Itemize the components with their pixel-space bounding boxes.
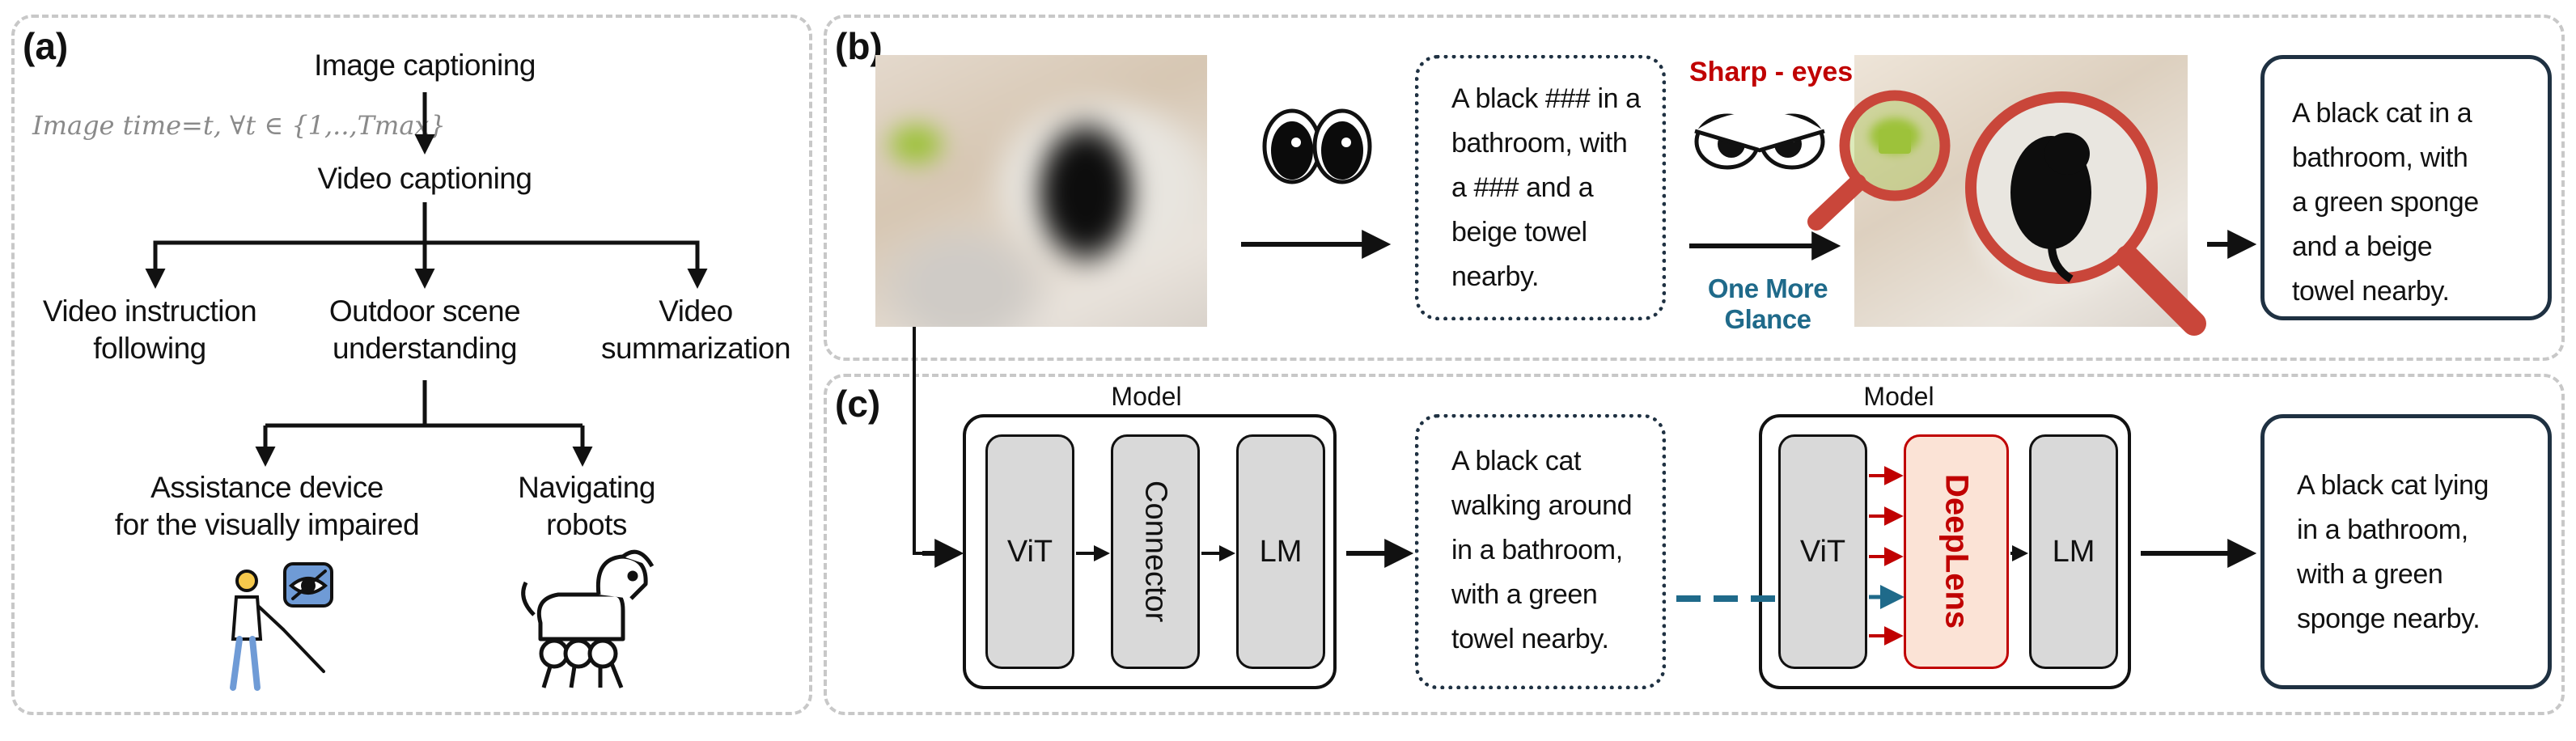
masked-caption-line: beige towel [1451, 217, 1587, 248]
assistance-device-line-2: for the visually impaired [114, 508, 420, 542]
assistance-device-line-1: Assistance device [150, 471, 383, 504]
baseline-caption-line: in a bathroom, [1451, 535, 1623, 566]
video-summarization-line-2: summarization [600, 332, 791, 366]
panel-a-label: (a) [23, 25, 69, 67]
masked-caption-box: A black ### in a bathroom, with a ### an… [1415, 55, 1666, 320]
formula-label: Image time=t, ∀t ∈ {1,..,Tmax} [32, 110, 446, 141]
lm-block-left: LM [1236, 434, 1325, 669]
navigating-robots-line-1: Navigating [518, 471, 655, 504]
masked-caption-line: nearby. [1451, 261, 1540, 293]
deeplens-label: DeepLens [1938, 474, 1975, 629]
result-caption-line: and a beige [2292, 231, 2433, 263]
video-instruction-label: Video instruction following [24, 293, 275, 368]
one-more-glance-line-2: Glance [1724, 303, 1811, 334]
baseline-caption-line: with a green [1451, 579, 1598, 611]
outdoor-scene-line-1: Outdoor scene [328, 294, 521, 328]
connector-label: Connector [1138, 481, 1173, 623]
clear-bathroom-photo [1854, 55, 2188, 327]
baseline-caption-box: A black cat walking around in a bathroom… [1415, 414, 1666, 689]
blurred-bathroom-photo [875, 55, 1207, 327]
model-title-right: Model [1863, 382, 1934, 411]
formula-text: Image time=t, ∀t ∈ {1,..,Tmax} [32, 110, 446, 141]
result-caption-line: bathroom, with [2292, 142, 2468, 174]
model-title-left: Model [1111, 382, 1182, 411]
masked-caption-line: A black ### in a [1451, 83, 1641, 114]
blurred-photo-content [875, 55, 1207, 327]
video-instruction-line-1: Video instruction [42, 294, 257, 328]
deeplens-caption-box: A black cat lying in a bathroom, with a … [2260, 414, 2552, 689]
deeplens-caption-line: sponge nearby. [2297, 603, 2481, 635]
deeplens-block: DeepLens [1904, 434, 2009, 669]
one-more-glance-line-1: One More [1707, 273, 1828, 303]
navigating-robots-line-2: robots [546, 508, 627, 542]
outdoor-scene-line-2: understanding [332, 332, 518, 366]
baseline-caption-line: towel nearby. [1451, 624, 1609, 655]
video-instruction-line-2: following [93, 332, 206, 366]
sharp-eyes-label: Sharp - eyes [1689, 57, 1854, 87]
outdoor-scene-label: Outdoor scene understanding [299, 293, 550, 368]
image-captioning-label: Image captioning [314, 49, 536, 82]
navigating-robots-label: Navigating robots [465, 469, 708, 544]
vit-block-right: ViT [1778, 434, 1867, 669]
video-summarization-label: Video summarization [583, 293, 809, 368]
panel-c-border [824, 374, 2565, 715]
result-caption-line: A black cat in a [2292, 98, 2472, 129]
connector-block: Connector [1111, 434, 1200, 669]
baseline-caption-line: A black cat [1451, 446, 1582, 476]
panel-c-label: (c) [835, 383, 881, 425]
result-caption-line: a green sponge [2292, 187, 2479, 218]
deeplens-caption-line: in a bathroom, [2297, 514, 2468, 546]
masked-caption-line: bathroom, with [1451, 128, 1628, 159]
deeplens-caption-line: A black cat lying [2297, 470, 2489, 501]
baseline-caption-line: walking around [1451, 490, 1633, 522]
panel-a-border [11, 15, 812, 715]
panel-b-border [824, 15, 2565, 361]
deeplens-caption-line: with a green [2297, 559, 2443, 591]
one-more-glance-label: One More Glance [1683, 273, 1853, 335]
panel-b-label: (b) [835, 25, 883, 67]
result-caption-line: towel nearby. [2292, 276, 2450, 307]
vit-block-left: ViT [985, 434, 1074, 669]
masked-caption-line: a ### and a [1451, 172, 1594, 204]
video-summarization-line-1: Video [659, 294, 733, 328]
assistance-device-label: Assistance device for the visually impai… [105, 469, 429, 544]
result-caption-box: A black cat in a bathroom, with a green … [2260, 55, 2552, 320]
video-captioning-label: Video captioning [317, 162, 532, 195]
clear-photo-content [1854, 55, 2188, 327]
lm-block-right: LM [2029, 434, 2118, 669]
